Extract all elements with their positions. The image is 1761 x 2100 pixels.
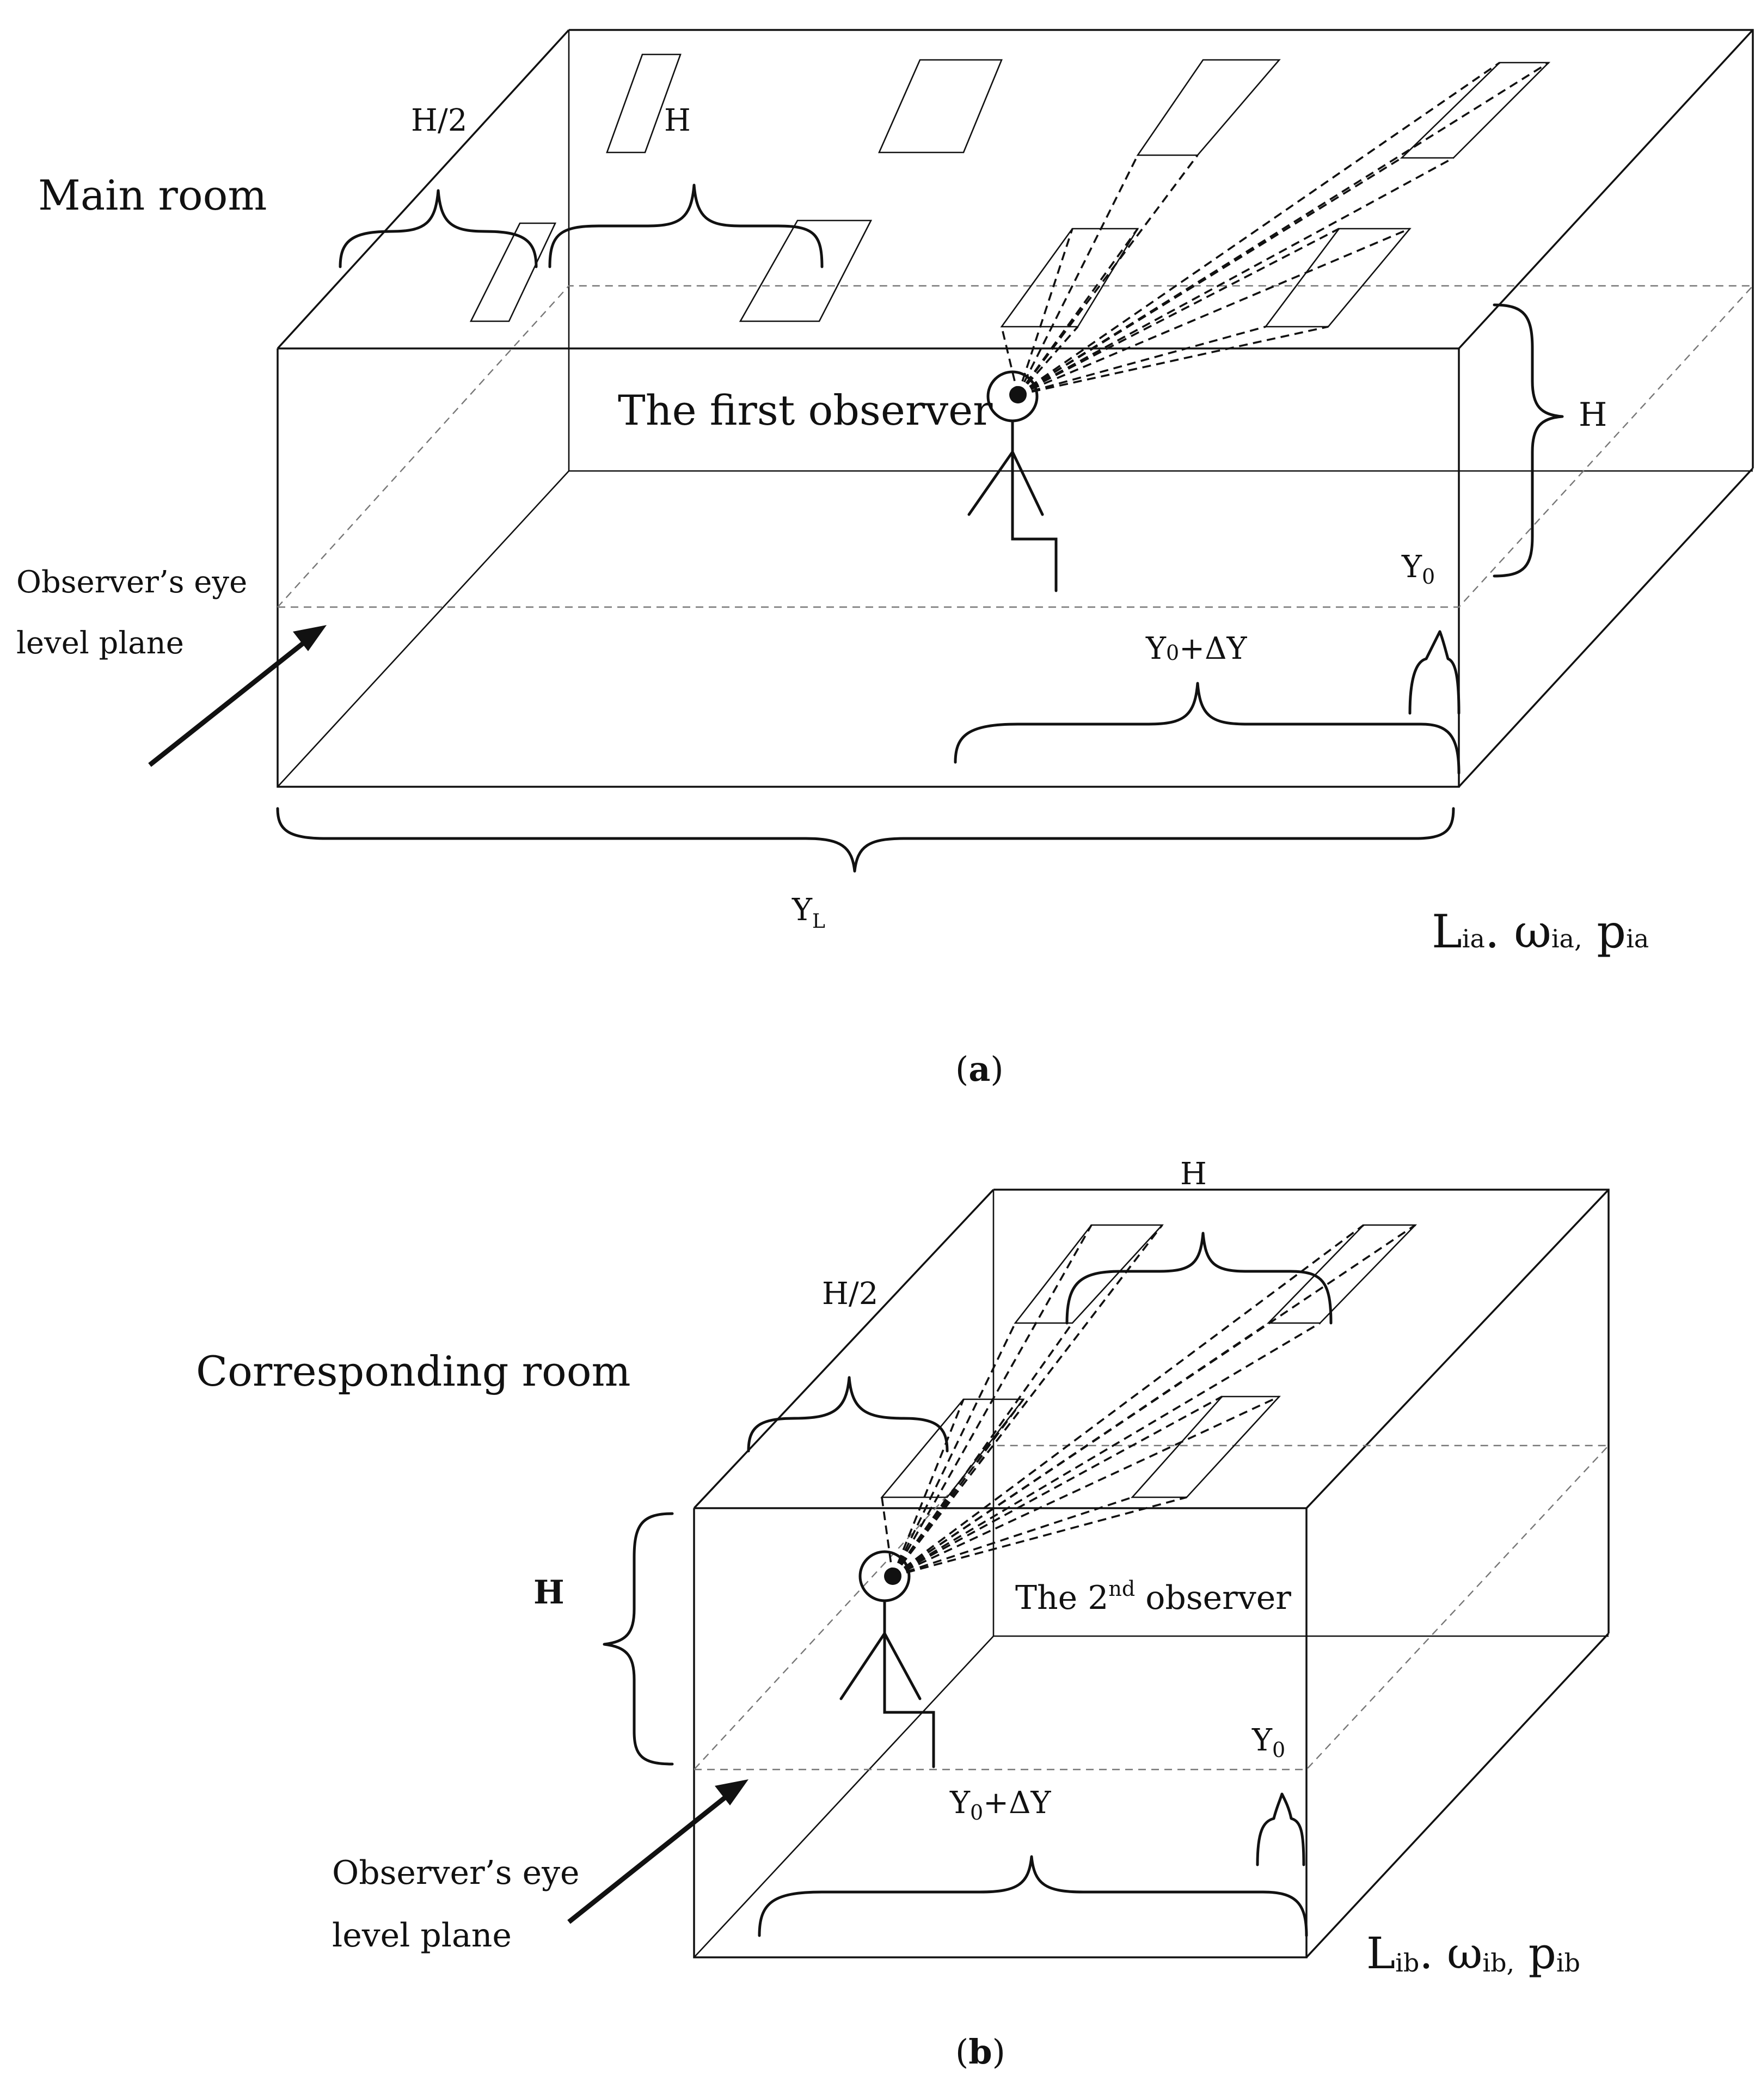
room-box-a bbox=[277, 29, 1754, 788]
dim-label-y0-a: Y0 bbox=[1401, 549, 1435, 589]
eye-level-label-a-line1: Observer’s eye bbox=[16, 565, 247, 600]
sight-lines-a bbox=[1001, 62, 1549, 396]
eye-level-arrow-b bbox=[567, 1779, 748, 1924]
brace-half-spacing-a bbox=[339, 189, 538, 268]
brace-height-a bbox=[1493, 303, 1564, 578]
observer-figure-a bbox=[967, 370, 1058, 592]
brace-y0dy-b bbox=[758, 1855, 1308, 1937]
sight-lines-b bbox=[881, 1224, 1416, 1577]
dim-label-y0-b: Y0 bbox=[1251, 1723, 1285, 1762]
room-title-b: Corresponding room bbox=[196, 1347, 631, 1395]
observer-label-b: The 2nd observer bbox=[1015, 1577, 1291, 1617]
brace-y0-b bbox=[1256, 1792, 1305, 1866]
room-title-a: Main room bbox=[38, 171, 267, 219]
dim-label-y0dy-a: Y0+ΔY bbox=[1145, 631, 1248, 666]
luminance-label-a: Lia. ωia, pia bbox=[1432, 905, 1649, 958]
ceiling-luminaires-b bbox=[880, 1224, 1418, 1498]
luminance-label-b: Lib. ωib, pib bbox=[1366, 1928, 1580, 1979]
dim-label-half-spacing-a: H/2 bbox=[411, 103, 467, 138]
panel-a: Main room The first observer Observer’s … bbox=[16, 29, 1754, 1089]
brace-y0-a bbox=[1408, 630, 1461, 715]
eye-level-label-b-line1: Observer’s eye bbox=[332, 1854, 580, 1892]
dim-label-height-b: H bbox=[533, 1574, 564, 1612]
eye-level-arrow-a bbox=[148, 625, 327, 767]
panel-b: Corresponding room The 2nd observer Obse… bbox=[196, 1156, 1610, 2072]
brace-yl-a bbox=[276, 807, 1455, 873]
dim-label-spacing-a: H bbox=[664, 103, 691, 138]
brace-y0dy-a bbox=[954, 682, 1461, 775]
observer-label-a: The first observer bbox=[618, 386, 993, 434]
brace-spacing-b bbox=[1065, 1232, 1333, 1325]
dim-label-yl-a: YL bbox=[791, 892, 825, 933]
brace-height-b bbox=[603, 1512, 674, 1766]
observer-figure-b bbox=[839, 1550, 935, 1768]
caption-a: (a) bbox=[955, 1049, 1004, 1089]
dim-label-y0dy-b: Y0+ΔY bbox=[949, 1785, 1052, 1825]
eye-level-plane-a bbox=[277, 285, 1754, 608]
eye-level-label-b-line2: level plane bbox=[332, 1917, 512, 1955]
dim-label-half-spacing-b: H/2 bbox=[822, 1276, 878, 1312]
brace-half-spacing-b bbox=[747, 1376, 949, 1453]
brace-spacing-a bbox=[548, 183, 824, 268]
dim-label-height-a: H bbox=[1579, 396, 1607, 434]
eye-level-label-a-line2: level plane bbox=[16, 626, 184, 661]
caption-b: (b) bbox=[955, 2032, 1005, 2072]
dim-label-spacing-b: H bbox=[1180, 1156, 1207, 1192]
